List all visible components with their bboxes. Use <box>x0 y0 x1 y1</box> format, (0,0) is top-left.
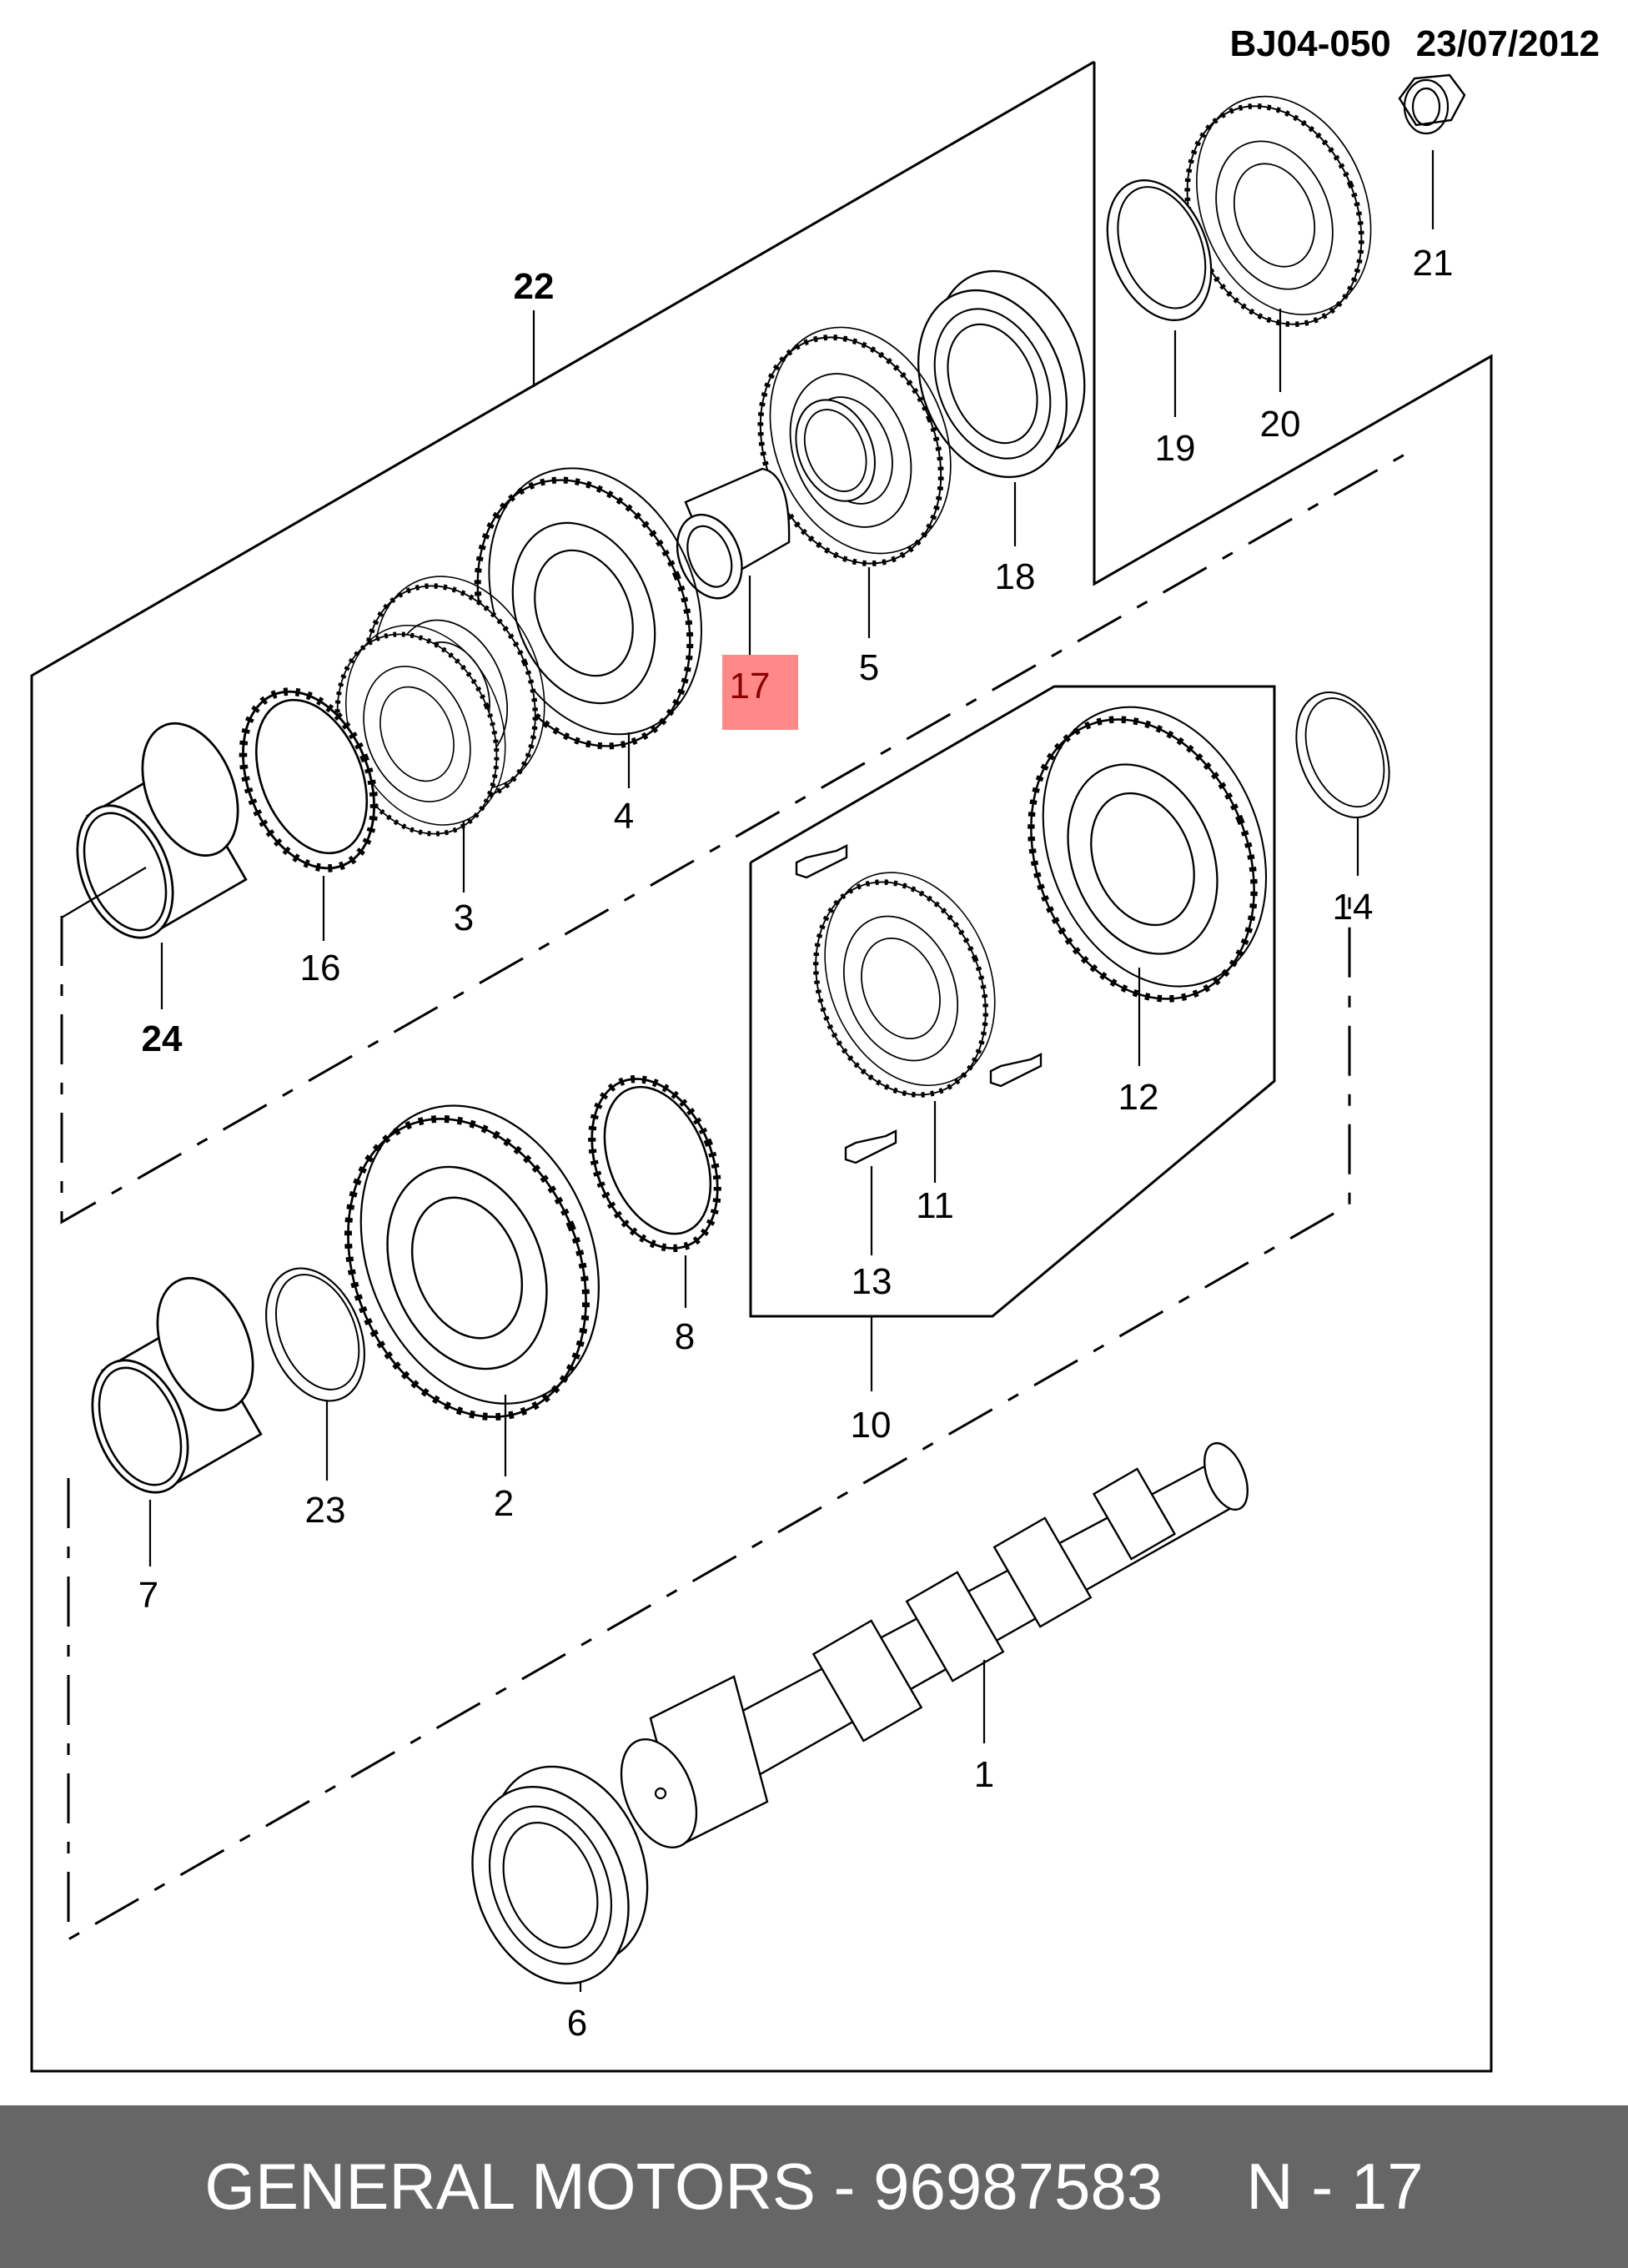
callout-2[interactable]: 2 <box>494 1483 514 1524</box>
callout-20[interactable]: 20 <box>1260 404 1301 445</box>
frame-outline <box>30 60 1493 2073</box>
callout-5[interactable]: 5 <box>859 647 879 688</box>
callout-17[interactable]: 17 <box>730 666 771 707</box>
group-box-10 <box>749 685 1276 1318</box>
callout-6[interactable]: 6 <box>567 2003 587 2044</box>
callout-23[interactable]: 23 <box>305 1490 346 1531</box>
group-box-24 <box>60 446 1417 1225</box>
callout-7[interactable]: 7 <box>138 1575 158 1616</box>
diagram-code: BJ04-050 <box>1229 23 1391 64</box>
callout-8[interactable]: 8 <box>675 1316 695 1357</box>
callout-11[interactable]: 11 <box>916 1185 954 1226</box>
callout-24[interactable]: 24 <box>142 1018 183 1059</box>
diagram-date: 23/07/2012 <box>1415 23 1600 64</box>
footer-brand-part-number: GENERAL MOTORS - 96987583 <box>204 2150 1163 2223</box>
leader-24-axis <box>61 867 147 918</box>
footer-bar: GENERAL MOTORS - 96987583 N - 17 <box>0 2105 1628 2268</box>
highlight-box <box>722 655 798 730</box>
ring-icon[interactable] <box>567 1059 742 1269</box>
diagram-header: BJ04-050 23/07/2012 <box>1230 23 1600 65</box>
exploded-parts-diagram: 22 21 20 19 18 17 5 4 3 16 24 14 12 11 1… <box>30 60 1493 2073</box>
group-box-7 <box>67 887 1351 1942</box>
ring-icon[interactable] <box>1278 677 1408 832</box>
callout-13[interactable]: 13 <box>852 1261 892 1302</box>
gear-icon[interactable] <box>786 847 1026 1120</box>
callout-18[interactable]: 18 <box>995 556 1036 597</box>
callout-19[interactable]: 19 <box>1155 428 1196 469</box>
callout-16[interactable]: 16 <box>300 948 341 988</box>
ring-icon[interactable] <box>217 671 400 889</box>
callout-4[interactable]: 4 <box>614 796 634 837</box>
key-icon[interactable] <box>795 844 848 879</box>
footer-item-number: N - 17 <box>1246 2150 1424 2223</box>
callout-3[interactable]: 3 <box>454 898 474 938</box>
callout-22[interactable]: 22 <box>514 266 555 307</box>
key-icon[interactable] <box>989 1053 1043 1088</box>
shaft-icon[interactable] <box>606 1437 1256 1858</box>
callout-1[interactable]: 1 <box>974 1754 994 1795</box>
nut-icon[interactable] <box>1398 73 1466 135</box>
gear-icon[interactable] <box>728 300 983 591</box>
callout-12[interactable]: 12 <box>1118 1077 1159 1118</box>
bearing-icon[interactable] <box>73 1262 273 1508</box>
gear-icon[interactable] <box>991 673 1306 1033</box>
callout-10[interactable]: 10 <box>851 1405 892 1446</box>
callout-21[interactable]: 21 <box>1413 243 1454 284</box>
key-icon[interactable] <box>844 1129 897 1164</box>
bearing-icon[interactable] <box>58 707 258 953</box>
callout-14[interactable]: 14 <box>1333 887 1374 928</box>
